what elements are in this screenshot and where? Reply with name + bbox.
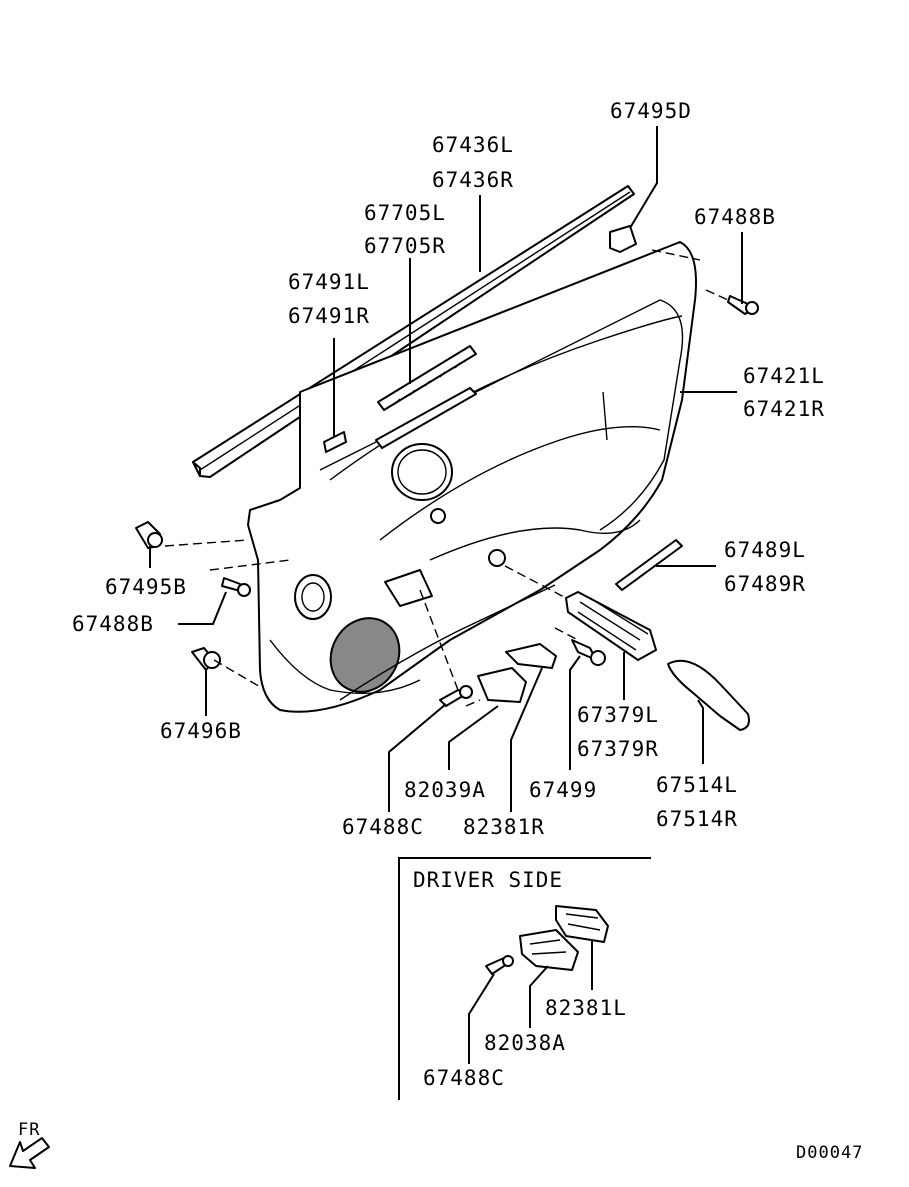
label-67436R: 67436R	[432, 168, 514, 192]
label-67489R: 67489R	[724, 572, 806, 596]
label-82381R: 82381R	[463, 815, 545, 839]
switch-82381R	[505, 643, 557, 669]
inset-title: DRIVER SIDE	[413, 868, 563, 892]
screw-67488C-inset	[485, 955, 514, 975]
label-67421R: 67421R	[743, 397, 825, 421]
label-67514R: 67514R	[656, 807, 738, 831]
switch-82038A	[519, 929, 579, 971]
label-82381L: 82381L	[545, 996, 627, 1020]
pad-67514	[667, 659, 750, 731]
clip-67496B	[191, 647, 221, 671]
assembly-lines	[164, 249, 729, 707]
label-67421L: 67421L	[743, 364, 825, 388]
arrow-icon	[9, 1137, 50, 1169]
label-67488C-inset: 67488C	[423, 1066, 505, 1090]
clip-67495B	[135, 521, 163, 549]
switch-82039A	[477, 667, 527, 703]
label-67496B: 67496B	[160, 719, 242, 743]
label-82039A: 82039A	[404, 778, 486, 802]
label-67491L: 67491L	[288, 270, 370, 294]
label-67489L: 67489L	[724, 538, 806, 562]
strip-67489	[615, 539, 683, 591]
clip-67495D	[609, 225, 637, 253]
vent-part	[375, 345, 477, 449]
label-67488B-left: 67488B	[72, 612, 154, 636]
screw-67488B-top	[727, 295, 759, 315]
diagram-code: D00047	[796, 1143, 863, 1163]
label-67499: 67499	[529, 778, 597, 802]
fr-label: FR	[18, 1120, 40, 1140]
label-67514L: 67514L	[656, 773, 738, 797]
label-67379L: 67379L	[577, 703, 659, 727]
label-67491R: 67491R	[288, 304, 370, 328]
label-67488C: 67488C	[342, 815, 424, 839]
label-67436L: 67436L	[432, 133, 514, 157]
label-67488B-top: 67488B	[694, 205, 776, 229]
screw-67488B-left	[221, 577, 251, 597]
door-trim-panel	[247, 241, 697, 713]
clip-67499	[571, 639, 606, 666]
part-labels: 67495D 67436L 67436R 67705L 67705R 67491…	[72, 99, 825, 839]
label-67705L: 67705L	[364, 201, 446, 225]
label-67495D: 67495D	[610, 99, 692, 123]
label-67495B: 67495B	[105, 575, 187, 599]
label-82038A: 82038A	[484, 1031, 566, 1055]
label-67379R: 67379R	[577, 737, 659, 761]
handle-67379	[565, 591, 657, 661]
label-67705R: 67705R	[364, 234, 446, 258]
screw-67488C	[439, 685, 473, 707]
clip-67491	[323, 431, 347, 453]
driver-side-inset: DRIVER SIDE 82381L 82038A 67488C	[398, 857, 651, 1100]
leader-lines	[149, 126, 743, 812]
front-direction-indicator: FR	[9, 1120, 50, 1169]
